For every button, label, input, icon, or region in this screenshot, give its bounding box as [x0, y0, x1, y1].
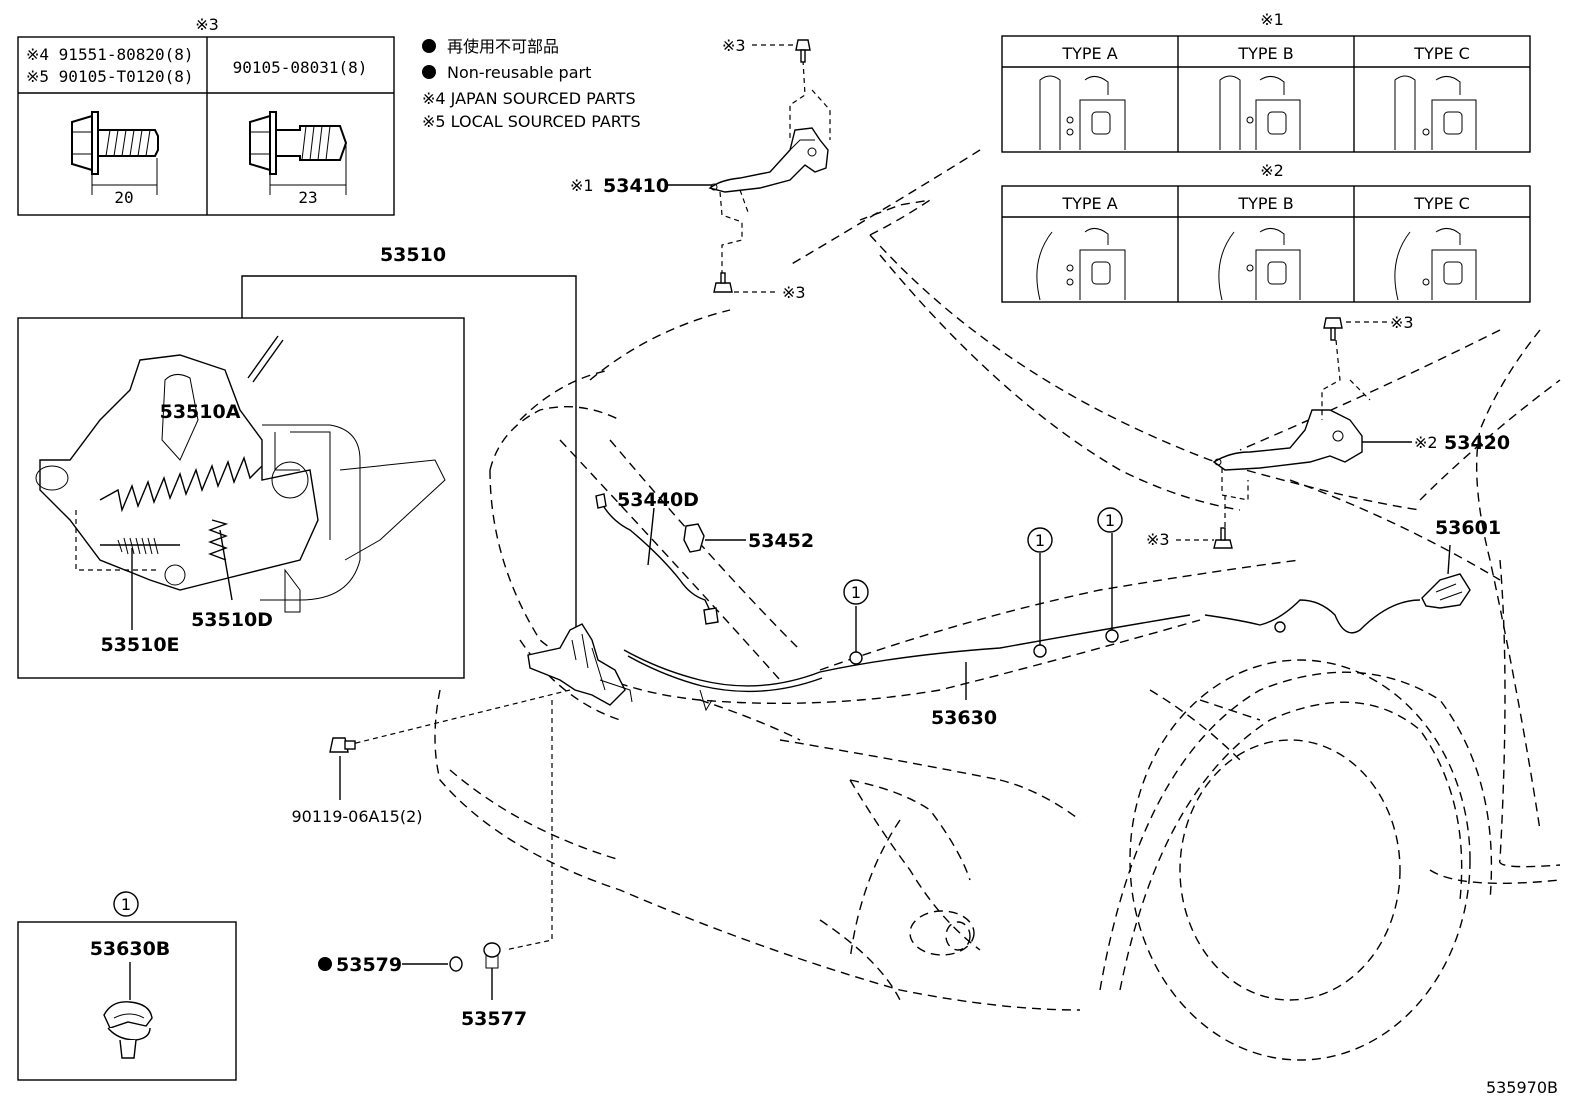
type-c-label-2: TYPE C	[1413, 194, 1470, 213]
bolt-spec-table: ※3 ※4 91551-80820(8) ※5 90105-T0120(8) 9…	[17, 15, 395, 216]
circle-ref-1-inset: 1	[121, 895, 131, 914]
non-reusable-dot-icon	[318, 957, 332, 971]
lock-assembly-callout: 53510	[241, 244, 577, 640]
type-c-label: TYPE C	[1413, 44, 1470, 63]
legend-note-5: ※5 LOCAL SOURCED PARTS	[422, 112, 641, 131]
callout-53410: 53410	[603, 175, 669, 197]
note-mark-1-table: ※1	[1260, 10, 1284, 29]
circle-ref-1b: 1	[1035, 531, 1045, 550]
note-mark-1-callout: ※1	[570, 176, 594, 195]
type-a-label: TYPE A	[1061, 44, 1117, 63]
clip-53452: 53452	[683, 523, 814, 553]
bolt-part-08031: 90105-08031(8)	[233, 58, 368, 77]
release-cable-53630: 1 1 1 53630	[623, 507, 1421, 729]
callout-53579: 53579	[336, 954, 402, 976]
legend-en: Non-reusable part	[447, 63, 591, 82]
callout-53577: 53577	[461, 1008, 527, 1030]
hood-hinge-left: ※3 ※3 ※1 53410	[570, 36, 831, 302]
legend-note-4: ※4 JAPAN SOURCED PARTS	[422, 89, 636, 108]
callout-53630: 53630	[931, 707, 997, 729]
callout-53452: 53452	[748, 530, 814, 552]
bolt-part-5: ※5 90105-T0120(8)	[26, 67, 194, 86]
bolt-1-length: 20	[114, 188, 133, 207]
note-mark-3-hinge-r-top: ※3	[1390, 313, 1414, 332]
type-table-2: ※2 TYPE A TYPE B TYPE C	[1001, 161, 1531, 303]
clip-53630B-inset: 1 53630B	[17, 891, 237, 1081]
drawing-id: 535970B	[1486, 1078, 1558, 1097]
note-mark-3-hinge-top: ※3	[722, 36, 746, 55]
type-b-label: TYPE B	[1237, 44, 1293, 63]
bolt-90119: 90119-06A15(2)	[292, 737, 423, 826]
hood-switch-53440D: 53440D	[595, 489, 719, 625]
note-mark-2-table: ※2	[1260, 161, 1284, 180]
type-b-sketch	[1219, 75, 1301, 150]
callout-53420: 53420	[1444, 432, 1510, 454]
release-lever-53601: 53601	[1421, 517, 1501, 609]
callout-90119: 90119-06A15(2)	[292, 807, 423, 826]
note-mark-3-hinge-bottom: ※3	[782, 283, 806, 302]
callout-53440D: 53440D	[617, 489, 699, 511]
non-reusable-dot-icon	[422, 65, 436, 79]
callout-53630B: 53630B	[90, 938, 171, 960]
type-table-1: ※1 TYPE A TYPE B TYPE C	[1001, 10, 1531, 153]
type-a-sketch	[1039, 75, 1126, 150]
non-reusable-dot-icon	[422, 39, 436, 53]
bolt-2-length: 23	[298, 188, 317, 207]
note-mark-3-hinge-r-bottom: ※3	[1146, 530, 1170, 549]
hood-lock-assembly	[351, 623, 633, 951]
callout-53510E: 53510E	[100, 634, 179, 656]
type-b-sketch-2	[1218, 228, 1301, 301]
circle-ref-1c: 1	[1105, 511, 1115, 530]
type-c-sketch	[1394, 75, 1477, 150]
type-b-label-2: TYPE B	[1237, 194, 1293, 213]
callout-53510: 53510	[380, 244, 446, 266]
legend-jp: 再使用不可部品	[447, 37, 559, 56]
circle-ref-1a: 1	[851, 583, 861, 602]
vehicle-body-outline	[434, 149, 1561, 1061]
bolt-drawing-1: 20	[71, 111, 159, 207]
type-c-sketch-2	[1394, 228, 1477, 301]
callout-53601: 53601	[1435, 517, 1501, 539]
type-a-label-2: TYPE A	[1061, 194, 1117, 213]
note-mark-3-table: ※3	[195, 15, 219, 34]
callout-53510A: 53510A	[160, 401, 241, 423]
type-a-sketch-2	[1036, 228, 1126, 301]
bolt-drawing-2: 23	[249, 111, 348, 207]
parts-53579-53577: 53579 53577	[318, 942, 527, 1030]
hood-hinge-right: ※3 ※3 ※2 53420	[1146, 313, 1510, 549]
callout-53510D: 53510D	[191, 609, 273, 631]
legend: 再使用不可部品 Non-reusable part ※4 JAPAN SOURC…	[422, 37, 641, 131]
note-mark-2-callout: ※2	[1414, 433, 1438, 452]
bolt-part-4: ※4 91551-80820(8)	[26, 45, 194, 64]
hood-lock-detail-inset: 53510A 53510E 53510D	[17, 317, 465, 679]
